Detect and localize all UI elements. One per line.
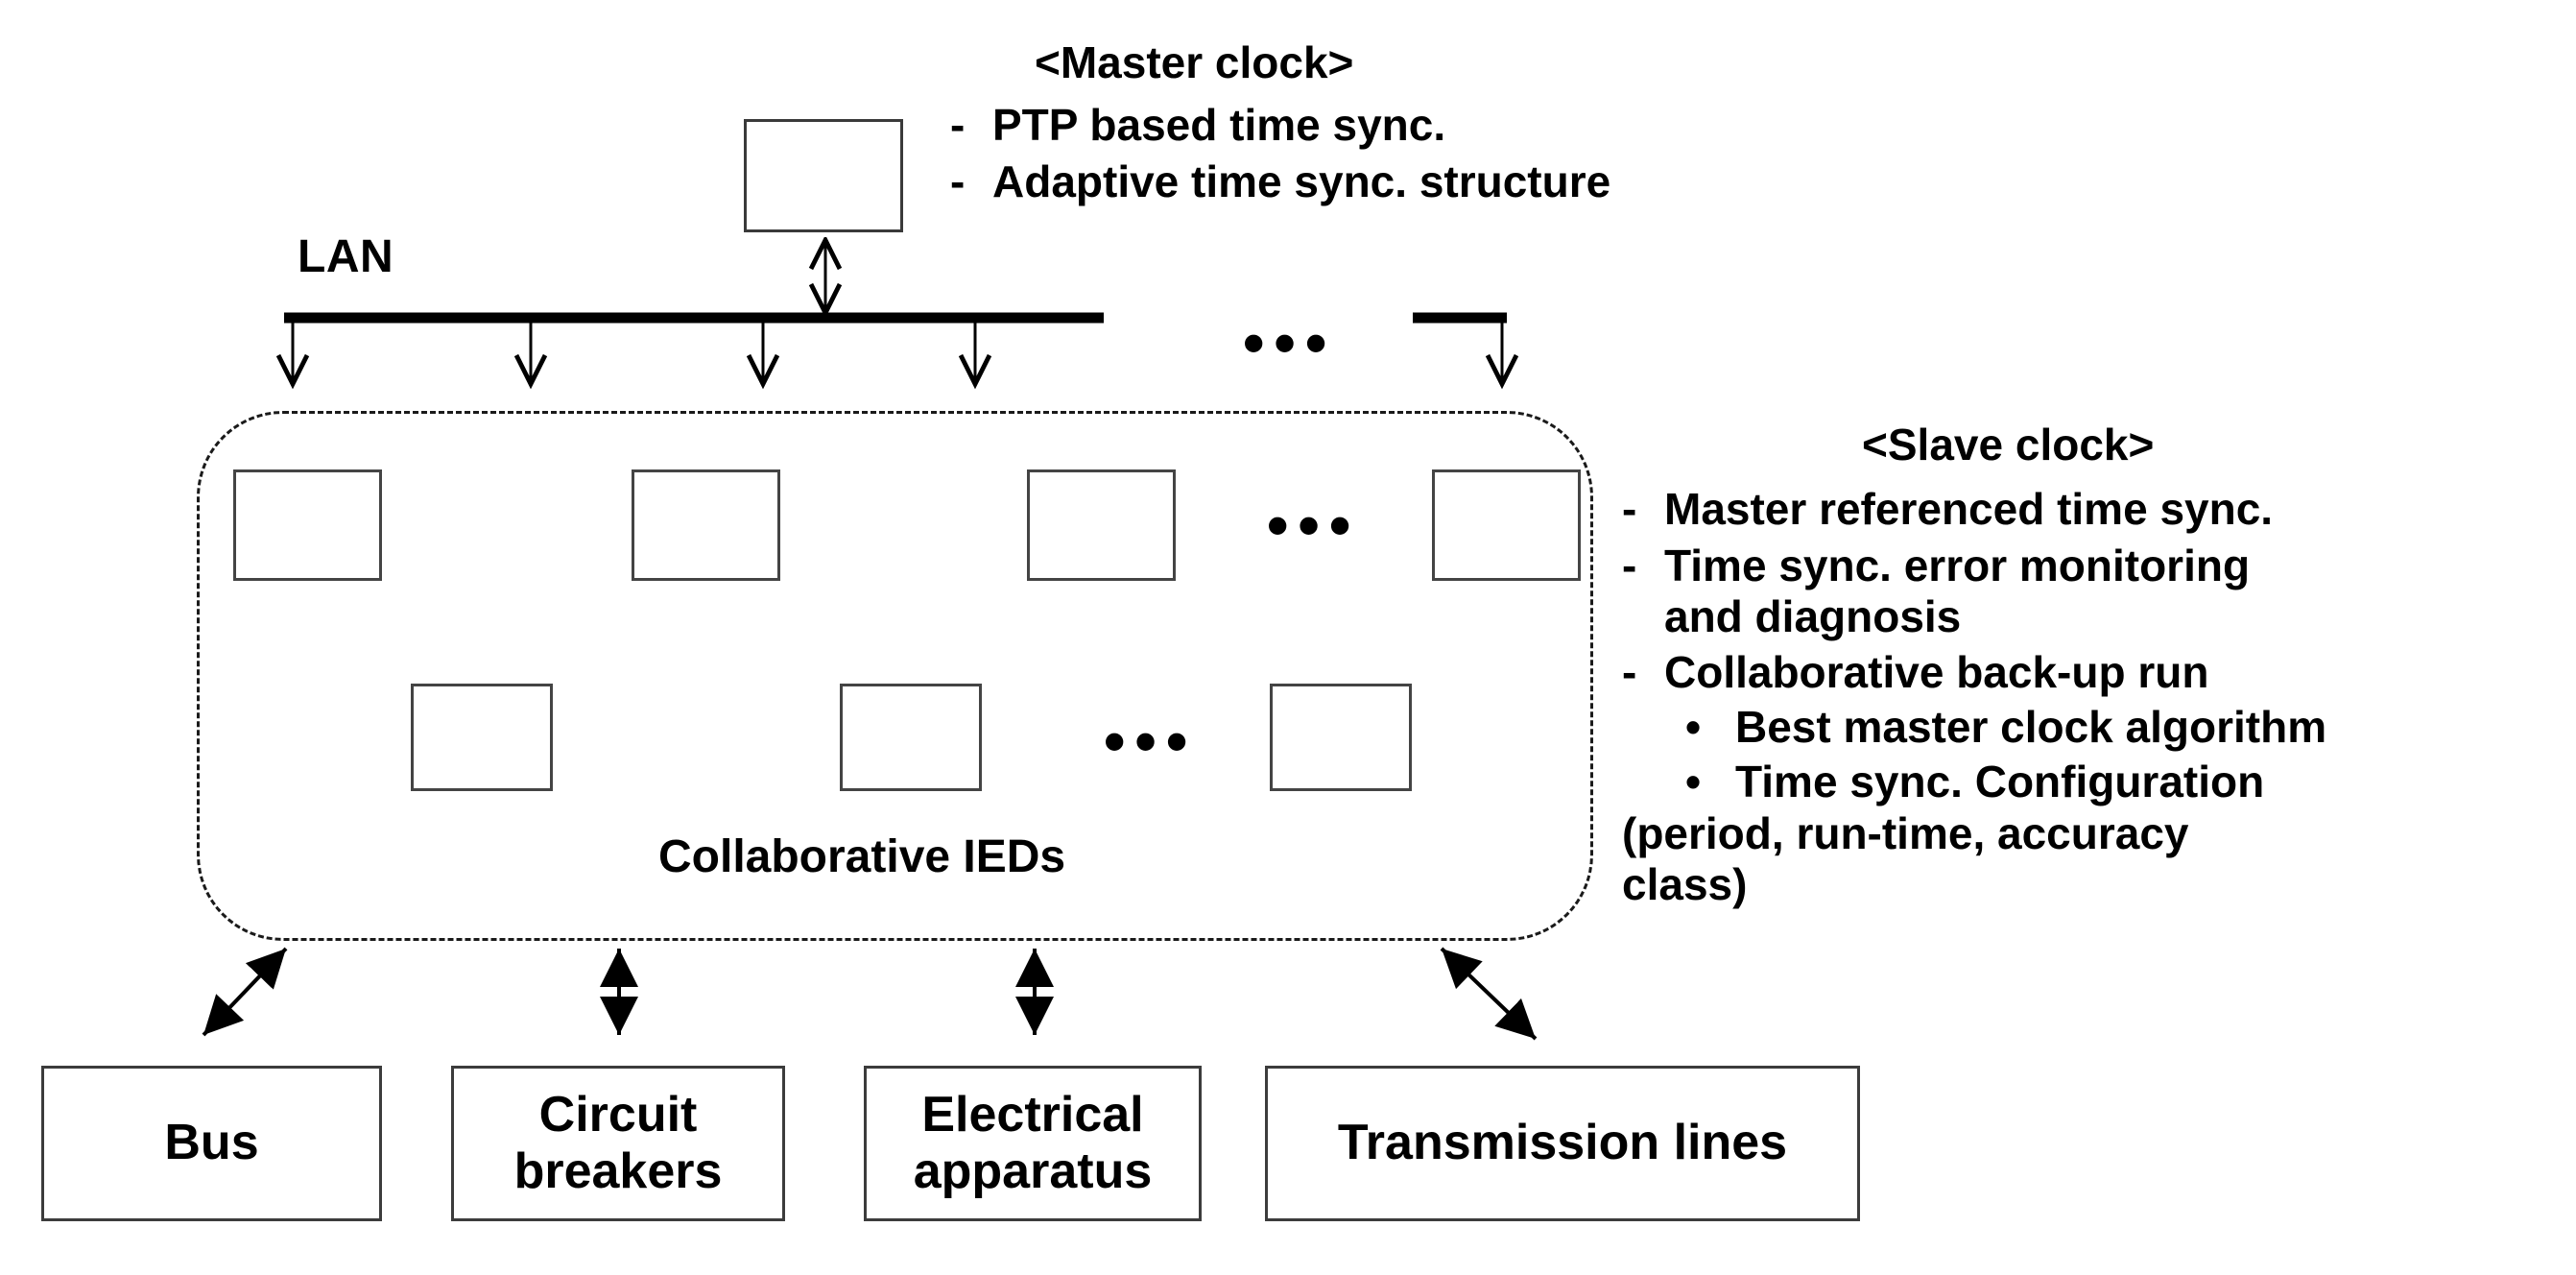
ied-to-leaf-arrows (202, 947, 1538, 1041)
master-clock-bullet-2-text: Adaptive time sync. structure (992, 156, 1611, 206)
ied-box-r1c1[interactable] (233, 469, 382, 581)
slave-clock-heading: <Slave clock> (1862, 420, 2155, 469)
ied-row1-ellipsis: ••• (1267, 491, 1361, 560)
lan-ellipsis: ••• (1243, 308, 1337, 377)
ied-box-r2c1[interactable] (411, 684, 553, 791)
slave-clock-text-block: <Slave clock> -Master referenced time sy… (1622, 420, 2563, 910)
slave-clock-subbullet-2-cont-b: class) (1622, 859, 1748, 910)
slave-clock-subbullet-1: • Best master clock algorithm (1622, 702, 2563, 753)
ied-box-r1c2[interactable] (632, 469, 780, 581)
leaf-box-electrical-apparatus[interactable]: Electrical apparatus (864, 1066, 1202, 1221)
slave-clock-subbullet-2: • Time sync. Configuration (1622, 757, 2563, 807)
leaf-box-bus-label: Bus (164, 1115, 259, 1171)
master-clock-bullet-1-text: PTP based time sync. (992, 99, 1446, 150)
dot-marker: • (1685, 757, 1702, 807)
leaf-line-1: Electrical (921, 1086, 1144, 1143)
slave-clock-bullet-2: -Time sync. error monitoring (1622, 541, 2563, 591)
slave-clock-bullet-2-text: Time sync. error monitoring (1664, 540, 2251, 590)
master-clock-box[interactable] (744, 119, 903, 232)
leaf-box-electrical-apparatus-label: Electrical apparatus (914, 1087, 1153, 1201)
lan-label: LAN (298, 231, 394, 282)
ied-box-r1c3[interactable] (1027, 469, 1176, 581)
dash-marker: - (1622, 483, 1637, 534)
dash-marker: - (1622, 540, 1637, 590)
slave-clock-subbullet-2-cont-a: (period, run-time, accuracy (1622, 807, 2189, 858)
ied-box-r1c4[interactable] (1432, 469, 1581, 581)
slave-clock-bullet-1: -Master referenced time sync. (1622, 484, 2563, 535)
slave-clock-subbullet-2-text: Time sync. Configuration (1735, 757, 2265, 807)
master-clock-bullet-2: -Adaptive time sync. structure (950, 156, 1987, 207)
slave-clock-bullet-2-cont: and diagnosis (1664, 591, 1962, 642)
ied-box-r2c3[interactable] (1270, 684, 1412, 791)
slave-clock-bullet-1-text: Master referenced time sync. (1664, 483, 2274, 534)
dash-marker: - (950, 99, 966, 150)
leaf-box-circuit-breakers-label: Circuit breakers (514, 1087, 723, 1201)
slave-clock-subbullet-1-text: Best master clock algorithm (1735, 701, 2327, 752)
leaf-box-bus[interactable]: Bus (41, 1066, 382, 1221)
ied-row2-ellipsis: ••• (1104, 707, 1198, 776)
leaf-line-1: Circuit (538, 1086, 698, 1143)
master-clock-text-block: <Master clock> -PTP based time sync. -Ad… (950, 37, 1987, 207)
leaf-line-2: breakers (513, 1143, 723, 1199)
master-clock-bullet-1: -PTP based time sync. (950, 100, 1987, 151)
leaf-box-transmission-lines[interactable]: Transmission lines (1265, 1066, 1860, 1221)
master-clock-heading: <Master clock> (1035, 37, 1354, 87)
slave-clock-bullet-3: -Collaborative back-up run (1622, 647, 2563, 698)
leaf-box-circuit-breakers[interactable]: Circuit breakers (451, 1066, 785, 1221)
ied-box-r2c2[interactable] (840, 684, 982, 791)
collaborative-ieds-label: Collaborative IEDs (658, 831, 1066, 882)
dot-marker: • (1685, 701, 1702, 752)
leaf-box-transmission-lines-label: Transmission lines (1337, 1115, 1788, 1171)
leaf-line-2: apparatus (913, 1143, 1153, 1199)
dash-marker: - (950, 156, 966, 206)
slave-clock-bullet-3-text: Collaborative back-up run (1664, 646, 2209, 697)
collaborative-ieds-container (197, 411, 1593, 941)
dash-marker: - (1622, 646, 1637, 697)
